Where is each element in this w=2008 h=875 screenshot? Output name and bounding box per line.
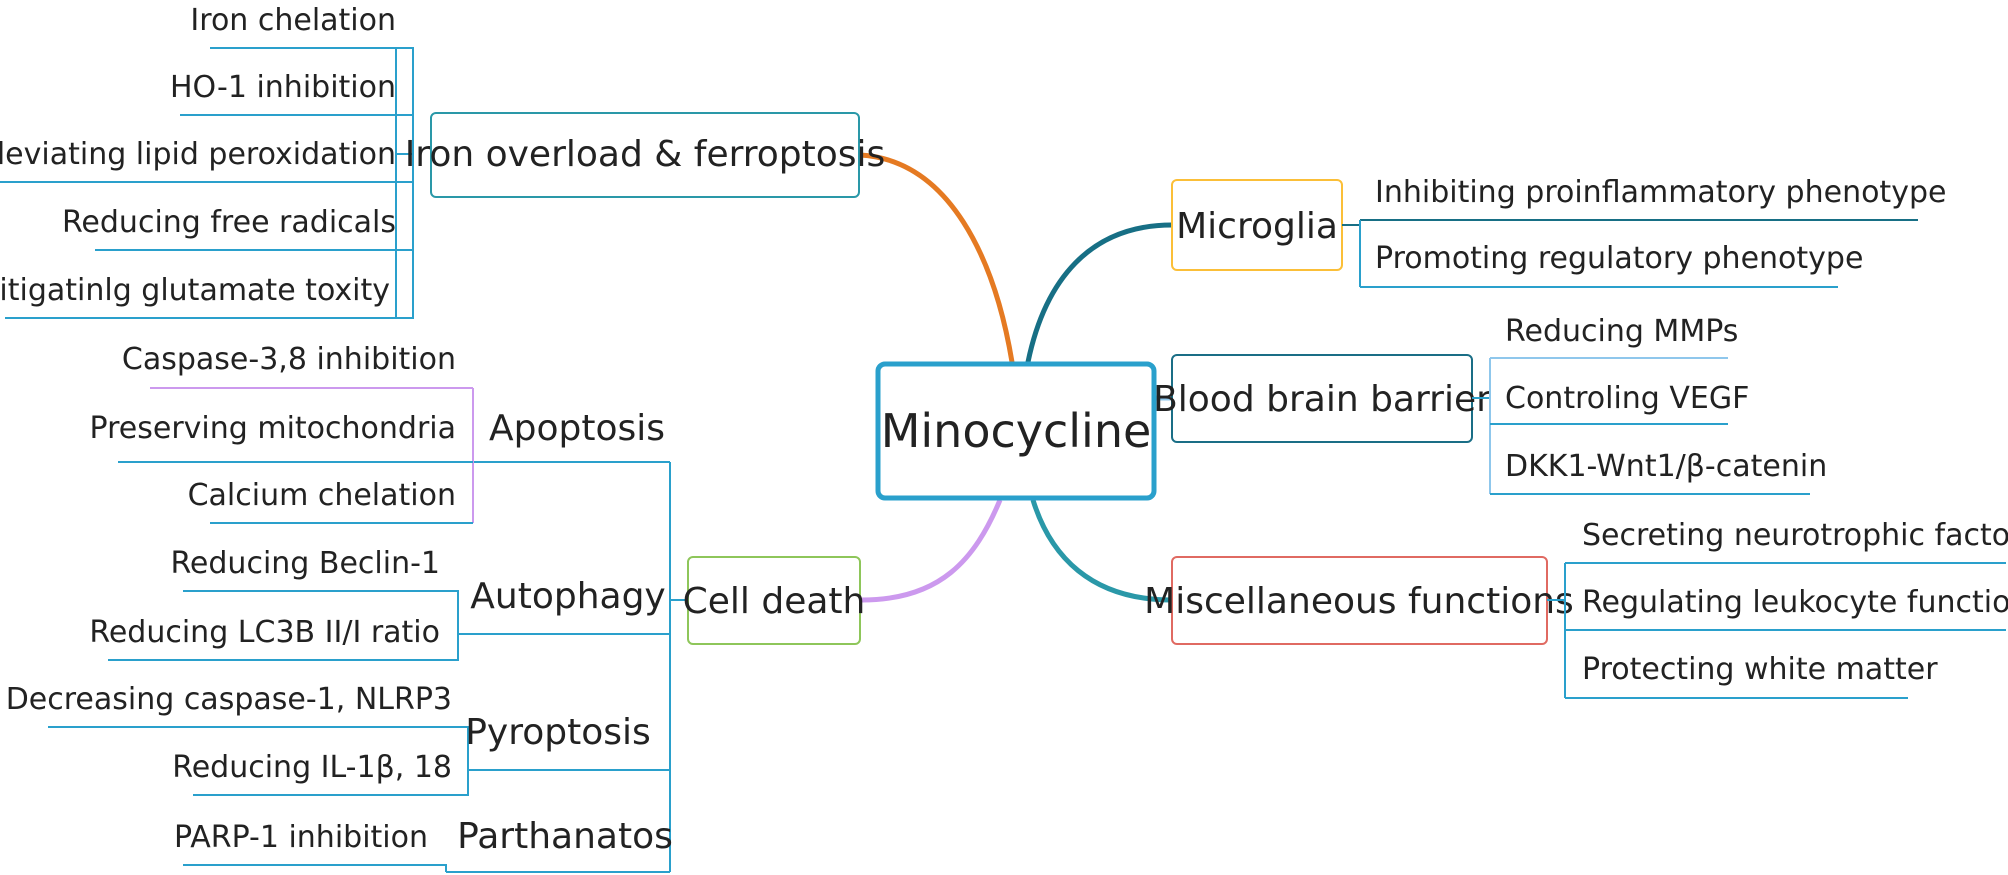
- microglia-leaf-2: Promoting regulatory phenotype: [1375, 241, 1863, 276]
- apoptosis-leaf-3: Calcium chelation: [188, 478, 456, 513]
- connector-misc: [1030, 499, 1173, 603]
- iron-leaf-3: Alleviating lipid peroxidation: [0, 137, 396, 172]
- misc-lines: [1547, 562, 2006, 699]
- bbb-leaf-3: DKK1-Wnt1/β-catenin: [1505, 449, 1827, 484]
- bbb-leaf-1: Reducing MMPs: [1505, 314, 1738, 349]
- microglia-lines: [1342, 219, 1918, 288]
- group-pyroptosis-label: Pyroptosis: [465, 712, 651, 753]
- apoptosis-lines: [118, 387, 474, 524]
- autophagy-lines: [108, 590, 459, 661]
- center-node[interactable]: [875, 361, 1157, 501]
- apoptosis-leaf-1: Caspase-3,8 inhibition: [122, 342, 456, 377]
- iron-leaf-lines: [0, 47, 414, 319]
- autophagy-leaf-2: Reducing LC3B II/I ratio: [89, 615, 440, 650]
- misc-leaf-1: Secreting neurotrophic factors: [1582, 518, 2008, 553]
- microglia-leaf-1: Inhibiting proinflammatory phenotype: [1375, 175, 1946, 210]
- connector-cell-death: [861, 499, 1003, 603]
- misc-leaf-3: Protecting white matter: [1582, 652, 1938, 687]
- cell-death-lines: [446, 461, 688, 873]
- connector-microglia: [1025, 222, 1173, 363]
- group-autophagy-label: Autophagy: [470, 576, 665, 617]
- pyroptosis-lines: [48, 726, 469, 796]
- node-iron-label: Iron overload & ferroptosis: [405, 134, 886, 175]
- node-cell-death-label: Cell death: [683, 581, 866, 622]
- parthanatos-lines: [183, 864, 447, 872]
- pyroptosis-leaf-2: Reducing IL-1β, 18: [172, 750, 452, 785]
- iron-leaf-2: HO-1 inhibition: [170, 70, 396, 105]
- misc-leaf-2: Regulating leukocyte functions: [1582, 585, 2008, 620]
- node-bbb-label: Blood brain barrier: [1153, 379, 1491, 420]
- node-iron[interactable]: [430, 112, 860, 198]
- group-parthanatos-label: Parthanatos: [457, 816, 673, 857]
- iron-leaf-4: Reducing free radicals: [62, 205, 396, 240]
- autophagy-leaf-1: Reducing Beclin-1: [170, 546, 440, 581]
- pyroptosis-leaf-1: Decreasing caspase-1, NLRP3: [6, 682, 452, 717]
- apoptosis-leaf-2: Preserving mitochondria: [90, 411, 456, 446]
- iron-leaf-5: Mitigatinlg glutamate toxity: [0, 273, 390, 308]
- iron-leaf-1: Iron chelation: [190, 3, 396, 38]
- center-node-label: Minocycline: [881, 404, 1152, 458]
- node-microglia-label: Microglia: [1176, 206, 1338, 247]
- node-misc-label: Miscellaneous functions: [1144, 581, 1574, 622]
- node-cell-death[interactable]: [687, 556, 861, 645]
- connector-iron: [859, 152, 1015, 363]
- bbb-leaf-2: Controling VEGF: [1505, 381, 1749, 416]
- bbb-lines: [1472, 357, 1810, 495]
- group-apoptosis-label: Apoptosis: [489, 408, 665, 449]
- parthanatos-leaf-1: PARP-1 inhibition: [174, 820, 428, 855]
